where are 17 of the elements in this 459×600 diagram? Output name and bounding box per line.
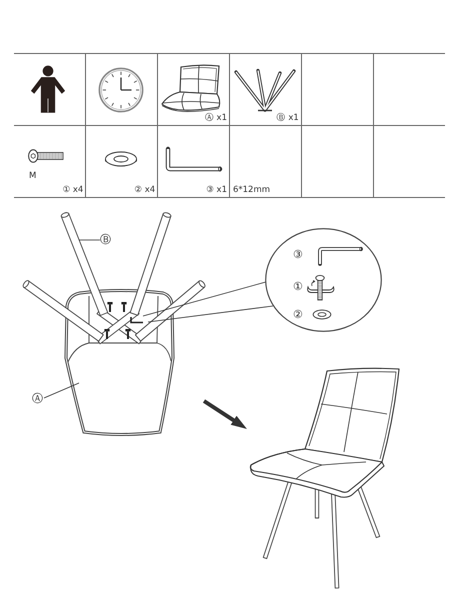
callout-letter: Ⓑ [100, 234, 111, 246]
quantity-label: ③ x1 [206, 185, 227, 195]
callout-number: ② [293, 309, 303, 321]
callout-number: ① [293, 281, 303, 293]
detail-circle [265, 228, 382, 332]
quantity-label: Ⓐ x1 [204, 113, 227, 123]
leader-line [44, 382, 80, 398]
callout-number: ③ [293, 249, 303, 261]
size-label: M [29, 171, 36, 181]
quantity-label: ① x4 [62, 185, 84, 195]
quantity-label: Ⓑ x1 [276, 113, 299, 123]
detail-callout-line [148, 306, 274, 322]
quantity-label: ② x4 [134, 185, 156, 195]
size-label: 6*12mm [232, 185, 270, 195]
arrow [202, 399, 247, 429]
callout-letter: Ⓐ [32, 393, 43, 405]
detail-callout-line [142, 282, 266, 316]
